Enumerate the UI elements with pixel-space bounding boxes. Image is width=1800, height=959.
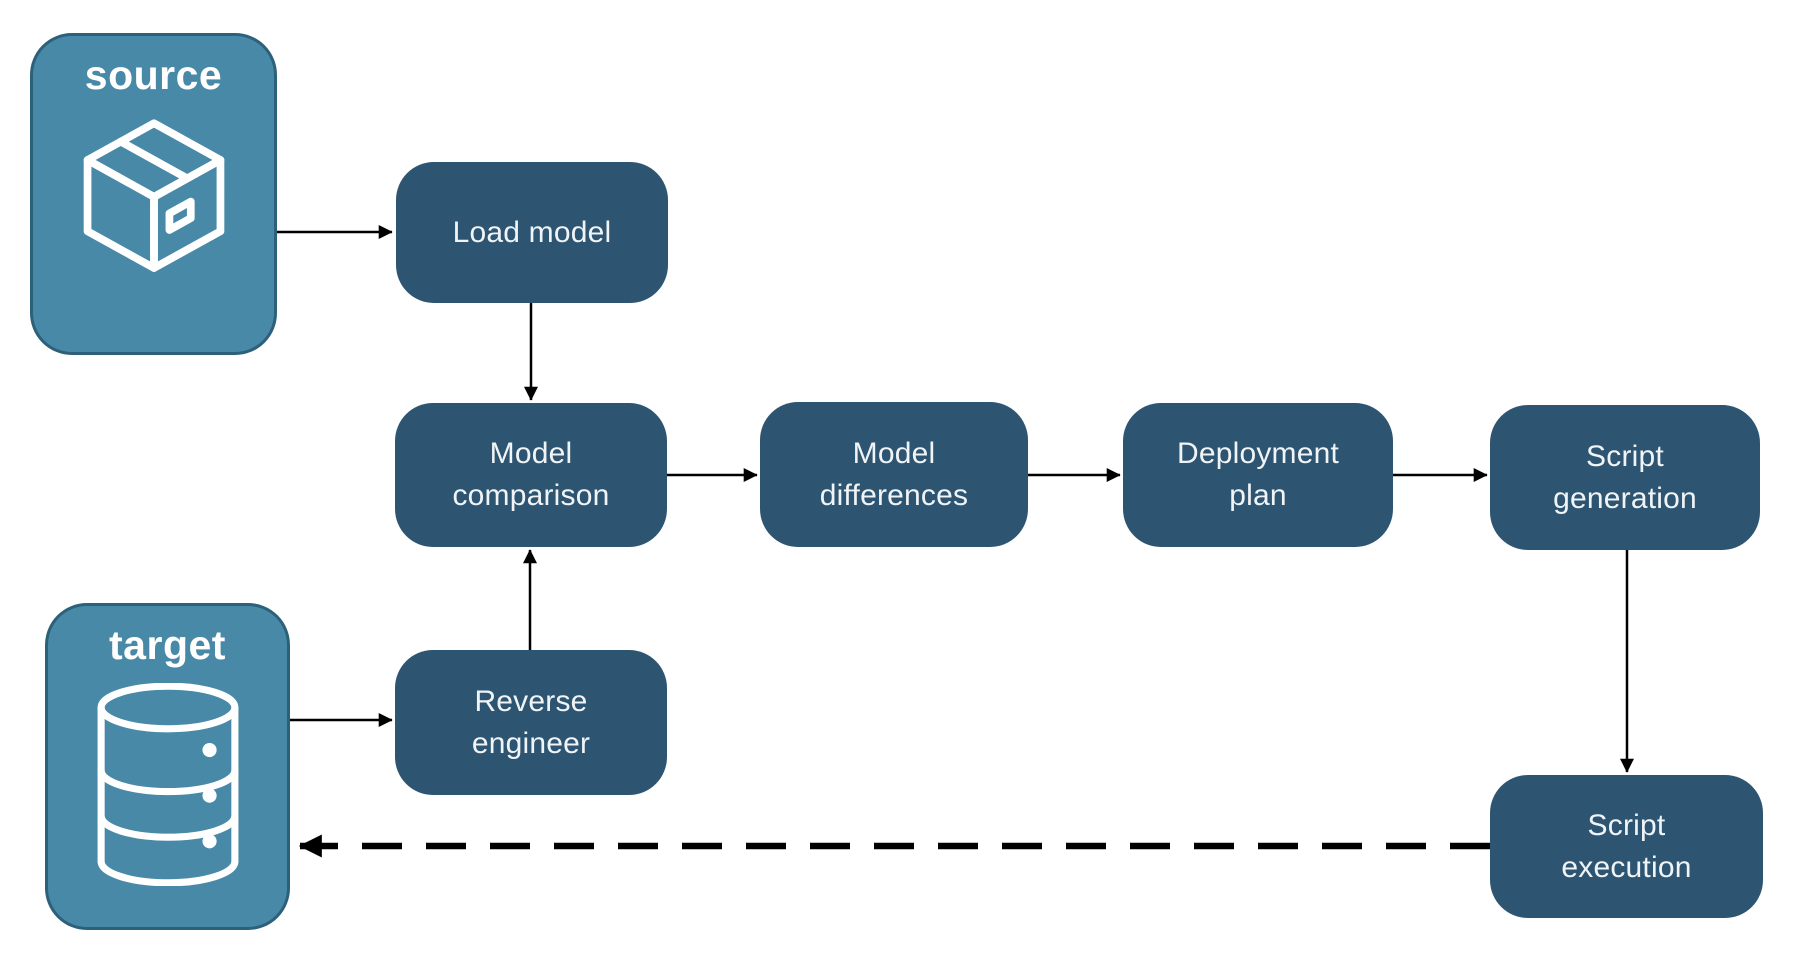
node-deployment-plan-label: Deployment plan [1176, 437, 1340, 512]
node-reverse-engineer: Reverse engineer [395, 650, 667, 795]
node-script-execution-label: Script execution [1561, 808, 1692, 884]
node-load-model: Load model [396, 162, 668, 303]
node-script-generation: Script generation [1490, 405, 1760, 550]
node-load-model-label: Load model [452, 215, 612, 249]
endpoint-target-label: target [109, 622, 226, 668]
node-model-comparison-label: Model comparison [452, 437, 610, 512]
node-model-comparison: Model comparison [395, 403, 667, 547]
node-reverse-engineer-label: Reverse engineer [471, 684, 591, 760]
node-script-execution: Script execution [1490, 775, 1763, 918]
endpoint-source-label: source [84, 52, 223, 98]
node-script-generation-label: Script generation [1553, 439, 1697, 515]
node-model-differences: Model differences [760, 402, 1028, 547]
endpoint-source: source [30, 33, 277, 355]
package-icon [65, 109, 243, 287]
node-deployment-plan: Deployment plan [1123, 403, 1393, 547]
database-icon [92, 683, 244, 886]
endpoint-target: target [45, 603, 290, 930]
node-model-differences-label: Model differences [819, 436, 969, 512]
